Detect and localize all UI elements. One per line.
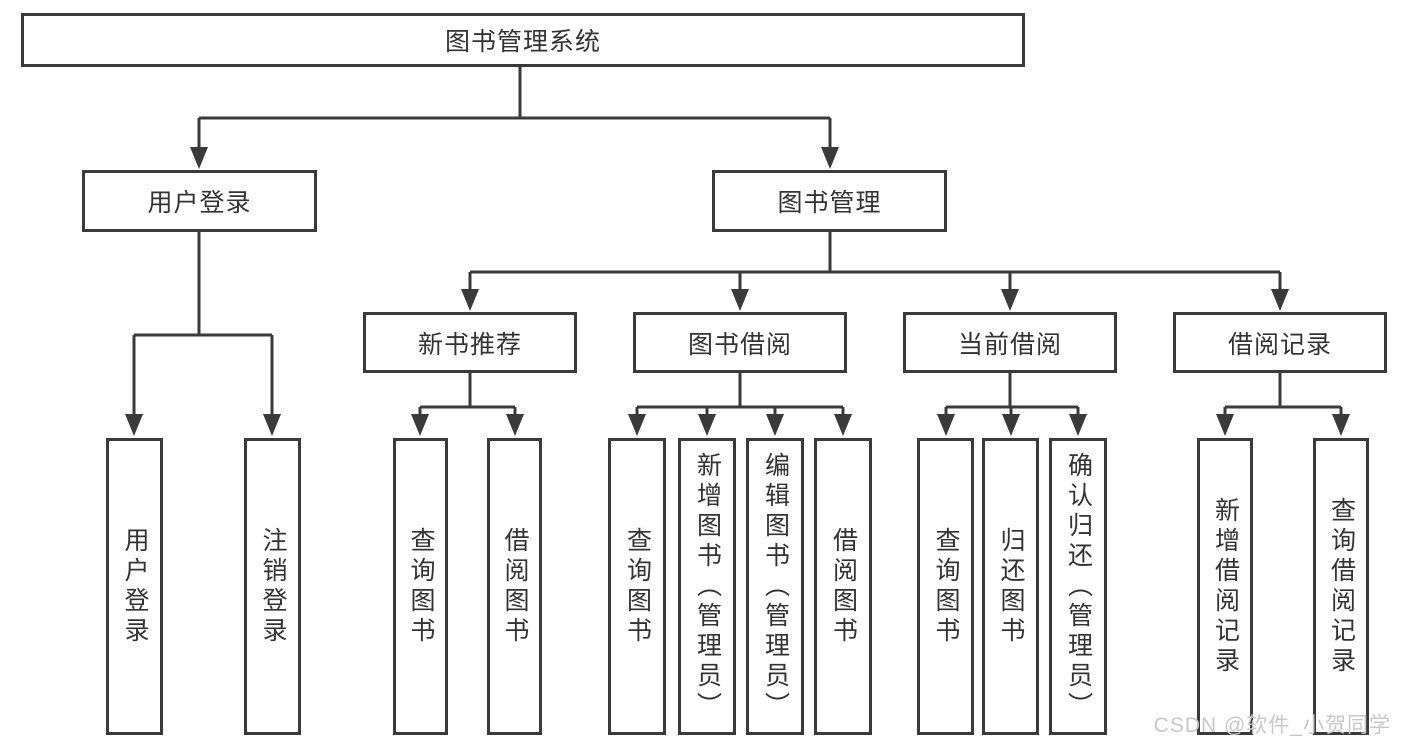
node-user-login: 用户登录 bbox=[82, 170, 317, 232]
connector-new-book-to-leaves bbox=[418, 373, 517, 414]
node-current-borrowing: 当前借阅 bbox=[903, 312, 1117, 373]
leaf-query-borrow-record: 查询借阅记录 bbox=[1313, 438, 1369, 735]
arrowhead-icon bbox=[937, 414, 955, 436]
arrowhead-icon bbox=[1069, 414, 1087, 436]
node-label: 查询借阅记录 bbox=[1327, 496, 1356, 677]
arrowhead-icon bbox=[411, 414, 429, 436]
node-book-management: 图书管理 bbox=[712, 170, 947, 232]
connector-root-to-level2 bbox=[197, 67, 832, 147]
arrowhead-icon bbox=[1002, 414, 1020, 436]
connector-book-borrow-to-leaves bbox=[635, 373, 845, 414]
arrowhead-icon bbox=[821, 147, 839, 169]
arrowhead-icon bbox=[506, 414, 524, 436]
arrowhead-icon bbox=[461, 289, 479, 311]
arrowhead-icon bbox=[1216, 414, 1234, 436]
node-label: 图书借阅 bbox=[687, 330, 792, 359]
arrowhead-icon bbox=[1001, 289, 1019, 311]
arrowhead-icon bbox=[766, 414, 784, 436]
node-label: 借阅图书 bbox=[501, 526, 529, 647]
node-new-book-recommendation: 新书推荐 bbox=[363, 312, 577, 373]
leaf-borrow-books-borrowing: 借阅图书 bbox=[814, 438, 872, 735]
node-label: 查询图书 bbox=[932, 526, 960, 647]
arrowhead-icon bbox=[698, 414, 716, 436]
leaf-query-books-current: 查询图书 bbox=[917, 438, 974, 735]
leaf-query-books-borrowing: 查询图书 bbox=[608, 438, 666, 735]
node-label: 借阅图书 bbox=[829, 526, 858, 647]
arrowhead-icon bbox=[731, 289, 749, 311]
node-library-management-system: 图书管理系统 bbox=[21, 13, 1025, 67]
connector-current-borrow-to-leaves bbox=[944, 373, 1080, 414]
node-label: 新增借阅记录 bbox=[1211, 496, 1240, 677]
node-label: 新增图书（管理员） bbox=[693, 451, 722, 722]
leaf-return-books: 归还图书 bbox=[982, 438, 1039, 735]
node-label: 图书管理 bbox=[777, 189, 882, 217]
node-label: 查询图书 bbox=[623, 526, 652, 647]
node-label: 归还图书 bbox=[997, 526, 1025, 647]
leaf-confirm-return-admin: 确认归还（管理员） bbox=[1049, 438, 1107, 735]
arrowheads bbox=[125, 147, 1350, 436]
arrowhead-icon bbox=[125, 414, 143, 436]
node-book-borrowing: 图书借阅 bbox=[633, 312, 847, 373]
node-label: 借阅记录 bbox=[1227, 330, 1332, 359]
arrowhead-icon bbox=[263, 414, 281, 436]
node-label: 注销登录 bbox=[259, 526, 287, 647]
arrowhead-icon bbox=[834, 414, 852, 436]
connector-book-mgmt-to-level3 bbox=[468, 232, 1282, 289]
node-label: 用户登录 bbox=[121, 526, 149, 647]
leaf-query-books-recommend: 查询图书 bbox=[393, 438, 448, 735]
node-label: 编辑图书（管理员） bbox=[761, 451, 790, 722]
connector-borrow-records-to-leaves bbox=[1223, 373, 1343, 414]
leaf-user-login: 用户登录 bbox=[106, 438, 163, 735]
node-label: 查询图书 bbox=[407, 526, 435, 647]
leaf-edit-books-admin: 编辑图书（管理员） bbox=[746, 438, 804, 735]
connector-user-login-to-leaves bbox=[132, 232, 274, 414]
csdn-watermark: CSDN @软件_小贺同学 bbox=[1153, 714, 1391, 737]
leaf-borrow-books-recommend: 借阅图书 bbox=[487, 438, 542, 735]
leaf-logout-login: 注销登录 bbox=[244, 438, 301, 735]
leaf-add-books-admin: 新增图书（管理员） bbox=[678, 438, 736, 735]
arrowhead-icon bbox=[190, 147, 208, 169]
arrowhead-icon bbox=[1271, 289, 1289, 311]
node-label: 新书推荐 bbox=[417, 330, 522, 359]
arrowhead-icon bbox=[628, 414, 646, 436]
node-borrowing-records: 借阅记录 bbox=[1173, 312, 1387, 373]
leaf-add-borrow-record: 新增借阅记录 bbox=[1197, 438, 1253, 735]
node-label: 确认归还（管理员） bbox=[1064, 451, 1093, 722]
arrowhead-icon bbox=[1332, 414, 1350, 436]
node-label: 用户登录 bbox=[147, 189, 252, 217]
node-label: 当前借阅 bbox=[957, 330, 1062, 359]
node-label: 图书管理系统 bbox=[444, 28, 601, 56]
